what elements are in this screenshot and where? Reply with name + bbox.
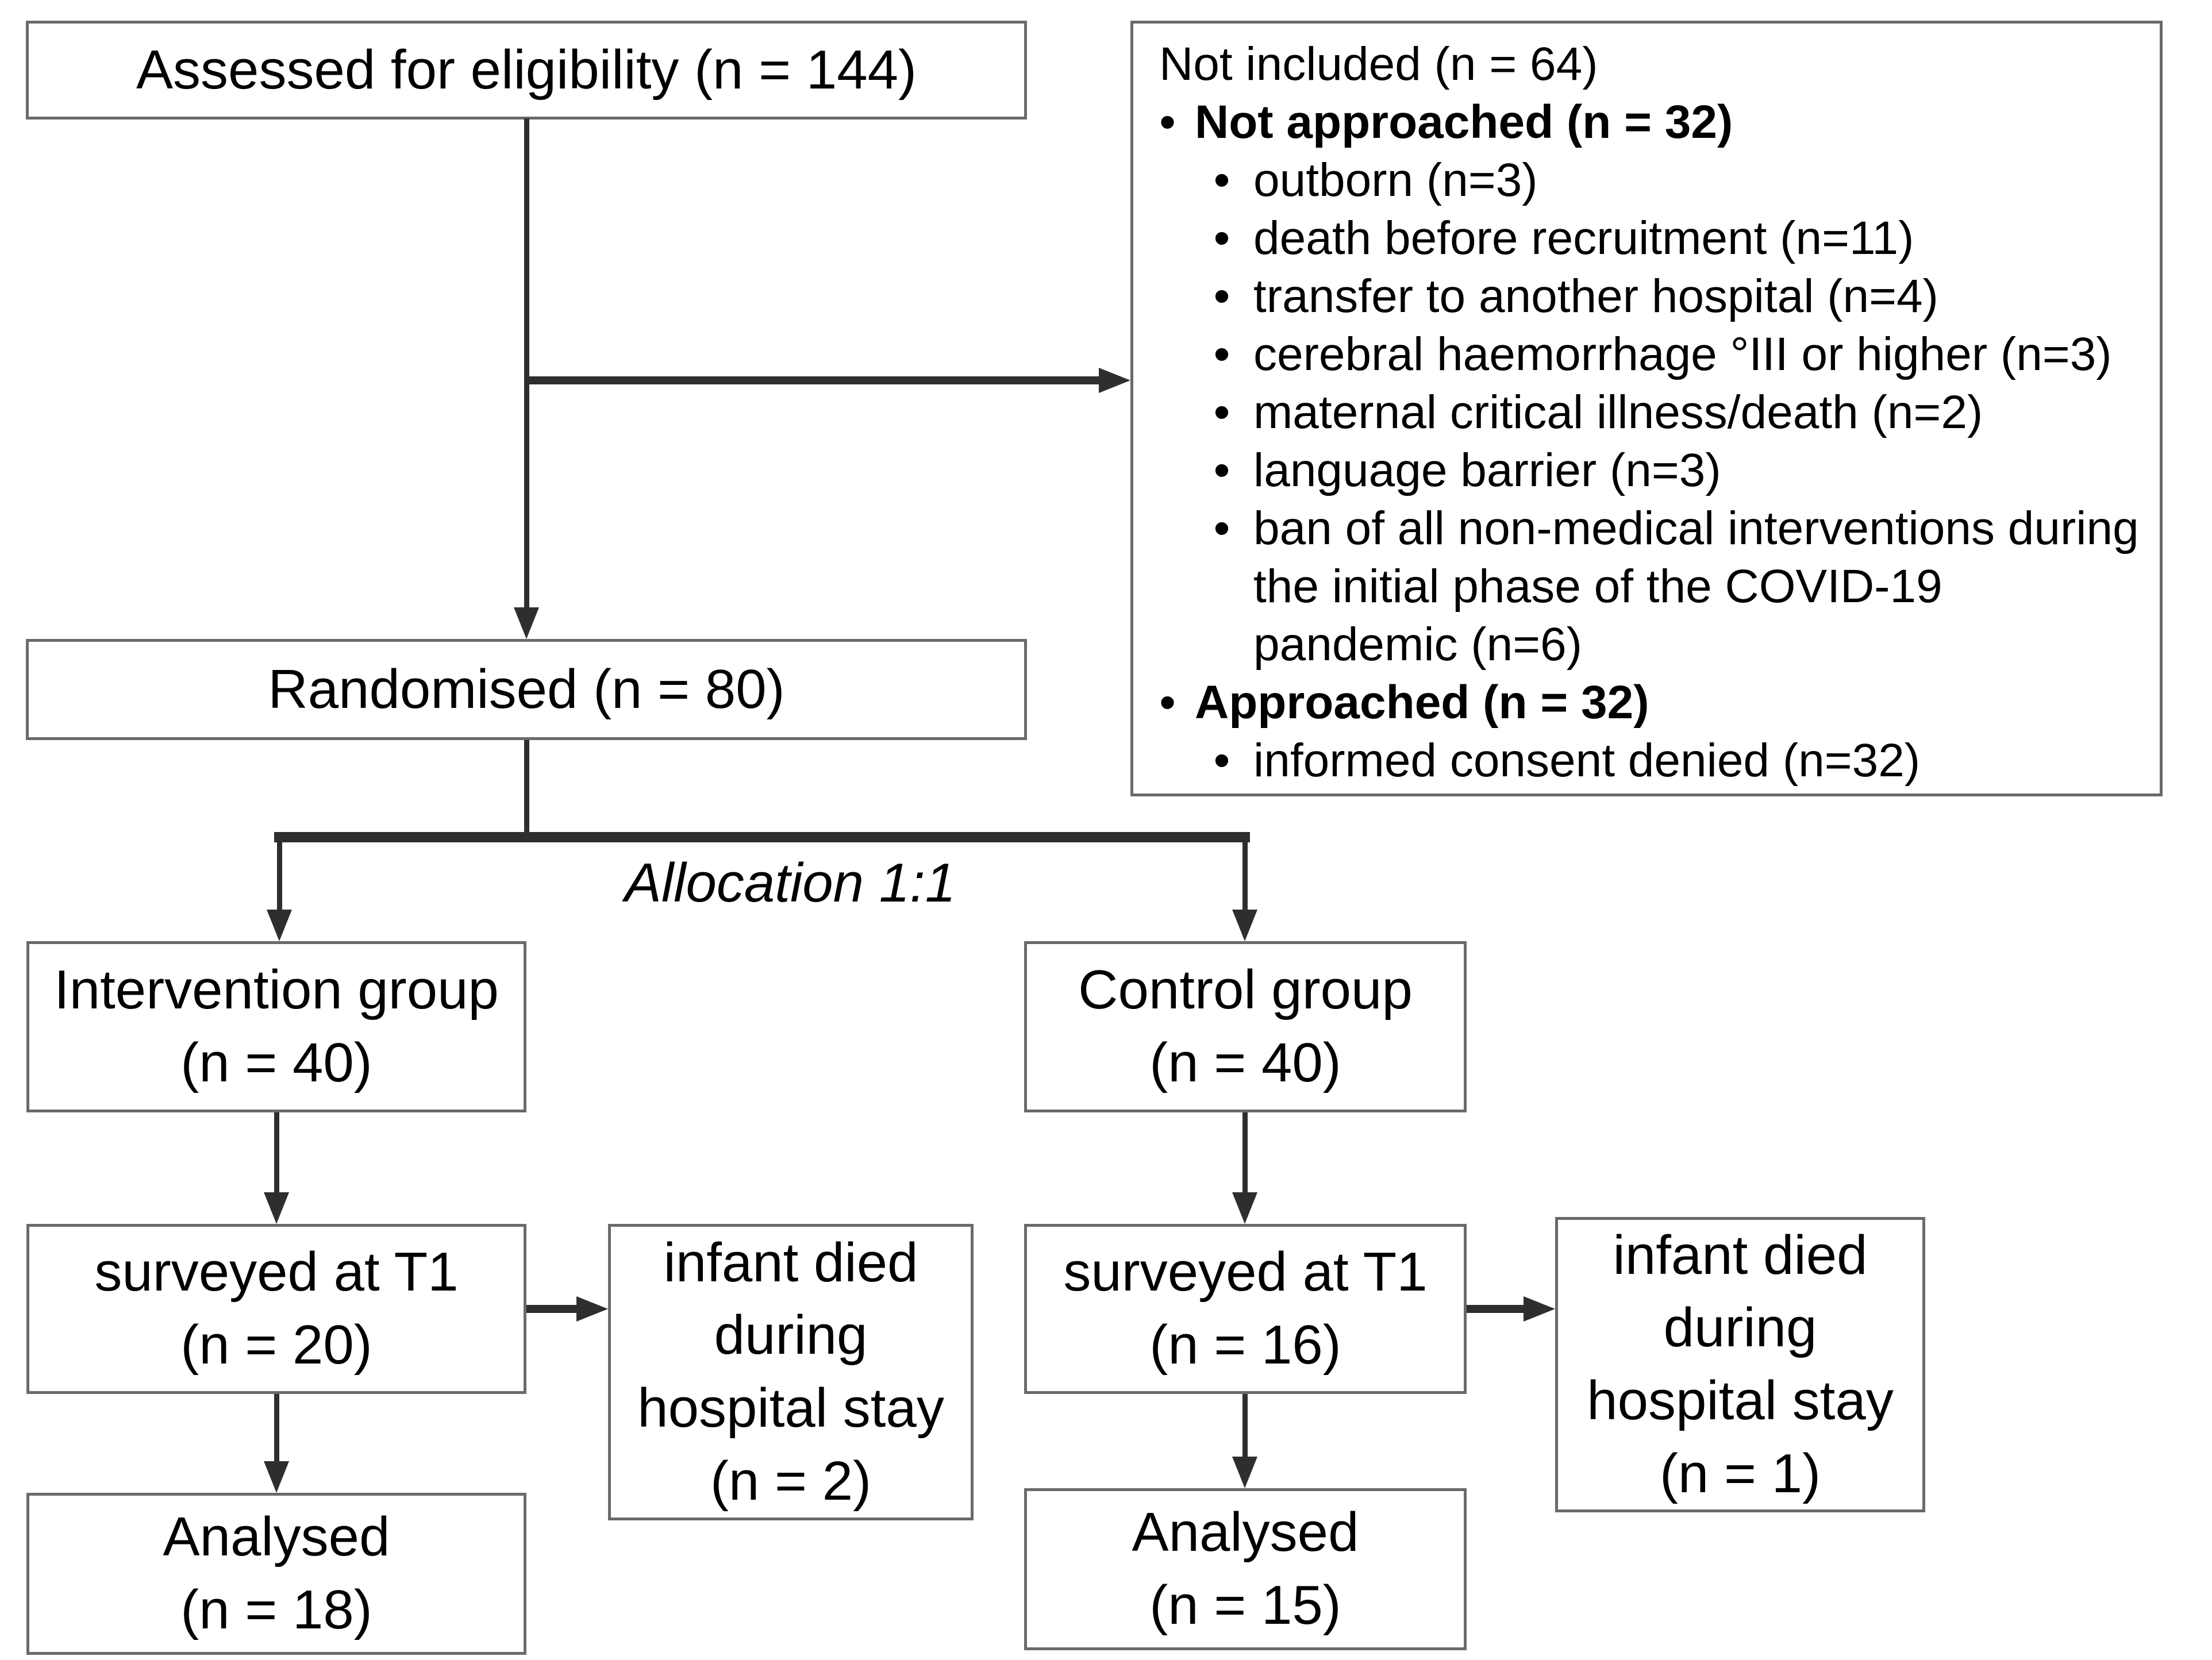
surveyed-t1-control-box: surveyed at T1 (n = 16) bbox=[1024, 1224, 1467, 1394]
exclusion-reason-label: outborn (n=3) bbox=[1253, 154, 1538, 206]
exclusion-reason-label: cerebral haemorrhage °III or higher (n=3… bbox=[1253, 328, 2112, 380]
exclusion-reason-label: transfer to another hospital (n=4) bbox=[1253, 270, 1938, 322]
exclusion-reason-label: maternal critical illness/death (n=2) bbox=[1253, 386, 1983, 438]
infant-died-control-n: (n = 1) bbox=[1659, 1442, 1821, 1504]
exclusion-reason-label: death before recruitment (n=11) bbox=[1253, 212, 1914, 264]
assessed-eligibility-label: Assessed for eligibility (n = 144) bbox=[136, 38, 917, 101]
analysed-intervention-label: Analysed bbox=[163, 1506, 390, 1568]
exclusion-reason-label: language barrier (n=3) bbox=[1253, 444, 1721, 496]
bullet-icon: • bbox=[1159, 96, 1176, 148]
connector-assessed-randomised bbox=[524, 118, 529, 607]
analysed-control-box: Analysed (n = 15) bbox=[1024, 1488, 1467, 1650]
bullet-icon: • bbox=[1159, 676, 1176, 729]
connector-branch-intervention bbox=[277, 842, 282, 910]
infant-died-intervention-label: infant died during hospital stay bbox=[637, 1231, 944, 1439]
not-approached-label: Not approached (n = 32) bbox=[1195, 96, 1733, 148]
surveyed-t1-intervention-n: (n = 20) bbox=[180, 1314, 372, 1376]
analysed-intervention-box: Analysed (n = 18) bbox=[26, 1493, 526, 1655]
connector-surveyed-analysed-control bbox=[1242, 1394, 1248, 1457]
connector-control-surveyed bbox=[1242, 1112, 1248, 1192]
surveyed-t1-control-label: surveyed at T1 bbox=[1063, 1241, 1428, 1303]
allocation-branch-bar bbox=[274, 832, 1250, 842]
assessed-eligibility-box: Assessed for eligibility (n = 144) bbox=[26, 21, 1027, 120]
bullet-icon: • bbox=[1213, 328, 1230, 380]
not-approached-item: • Not approached (n = 32) bbox=[1133, 93, 2160, 151]
exclusion-reason-item: • outborn (n=3) bbox=[1133, 151, 2160, 209]
arrowhead-down-icon bbox=[1232, 910, 1257, 941]
intervention-group-box: Intervention group (n = 40) bbox=[26, 941, 526, 1112]
arrowhead-down-icon bbox=[267, 910, 292, 941]
exclusion-reason-label: informed consent denied (n=32) bbox=[1253, 734, 1921, 787]
analysed-control-label: Analysed bbox=[1132, 1501, 1359, 1563]
surveyed-t1-intervention-box: surveyed at T1 (n = 20) bbox=[26, 1224, 526, 1394]
infant-died-intervention-box: infant died during hospital stay (n = 2) bbox=[608, 1224, 974, 1520]
arrowhead-down-icon bbox=[514, 607, 539, 639]
arrowhead-right-icon bbox=[1524, 1296, 1555, 1322]
infant-died-control-label: infant died during hospital stay bbox=[1587, 1224, 1894, 1431]
bullet-icon: • bbox=[1213, 734, 1230, 787]
bullet-icon: • bbox=[1213, 212, 1230, 264]
connector-surveyed-analysed-intervention bbox=[274, 1394, 279, 1461]
bullet-icon: • bbox=[1213, 502, 1230, 554]
bullet-icon: • bbox=[1213, 386, 1230, 438]
bullet-icon: • bbox=[1213, 270, 1230, 322]
arrowhead-down-icon bbox=[264, 1461, 289, 1493]
control-group-n: (n = 40) bbox=[1149, 1032, 1341, 1093]
exclusion-reason-item: • informed consent denied (n=32) bbox=[1133, 731, 2160, 789]
surveyed-t1-control-n: (n = 16) bbox=[1149, 1314, 1341, 1376]
exclusion-reason-label: ban of all non-medical interventions dur… bbox=[1253, 502, 2139, 671]
analysed-intervention-n: (n = 18) bbox=[180, 1579, 372, 1640]
bullet-icon: • bbox=[1213, 154, 1230, 206]
exclusion-reason-item: • transfer to another hospital (n=4) bbox=[1133, 267, 2160, 325]
exclusion-reason-item: • cerebral haemorrhage °III or higher (n… bbox=[1133, 325, 2160, 383]
arrowhead-right-icon bbox=[576, 1296, 608, 1322]
arrowhead-right-icon bbox=[1099, 368, 1130, 393]
connector-intervention-surveyed bbox=[274, 1112, 279, 1192]
bullet-icon: • bbox=[1213, 444, 1230, 496]
randomised-box: Randomised (n = 80) bbox=[26, 639, 1027, 740]
arrowhead-down-icon bbox=[1232, 1457, 1257, 1488]
exclusion-reason-item: • maternal critical illness/death (n=2) bbox=[1133, 383, 2160, 441]
approached-item: • Approached (n = 32) bbox=[1133, 673, 2160, 731]
analysed-control-n: (n = 15) bbox=[1149, 1574, 1341, 1636]
randomised-label: Randomised (n = 80) bbox=[268, 658, 785, 720]
connector-branch-control bbox=[1242, 842, 1248, 910]
not-included-title: Not included (n = 64) bbox=[1159, 38, 1598, 90]
connector-randomised-branch bbox=[524, 740, 529, 837]
intervention-group-n: (n = 40) bbox=[180, 1032, 372, 1093]
not-included-box: Not included (n = 64) • Not approached (… bbox=[1130, 21, 2163, 796]
control-group-box: Control group (n = 40) bbox=[1024, 941, 1467, 1112]
infant-died-intervention-n: (n = 2) bbox=[710, 1450, 872, 1512]
connector-surveyed-infant-died-intervention bbox=[526, 1305, 576, 1313]
approached-label: Approached (n = 32) bbox=[1195, 676, 1649, 729]
connector-surveyed-infant-died-control bbox=[1467, 1305, 1524, 1313]
exclusion-reason-item: • language barrier (n=3) bbox=[1133, 441, 2160, 499]
intervention-group-label: Intervention group bbox=[54, 959, 499, 1021]
control-group-label: Control group bbox=[1078, 959, 1413, 1021]
exclusion-reason-item: • ban of all non-medical interventions d… bbox=[1133, 499, 2160, 673]
surveyed-t1-intervention-label: surveyed at T1 bbox=[94, 1241, 459, 1303]
arrowhead-down-icon bbox=[264, 1192, 289, 1224]
allocation-note: Allocation 1:1 bbox=[624, 852, 956, 914]
arrowhead-down-icon bbox=[1232, 1192, 1257, 1224]
connector-assessed-not-included bbox=[524, 376, 1099, 384]
exclusion-reason-item: • death before recruitment (n=11) bbox=[1133, 209, 2160, 267]
infant-died-control-box: infant died during hospital stay (n = 1) bbox=[1555, 1217, 1925, 1512]
